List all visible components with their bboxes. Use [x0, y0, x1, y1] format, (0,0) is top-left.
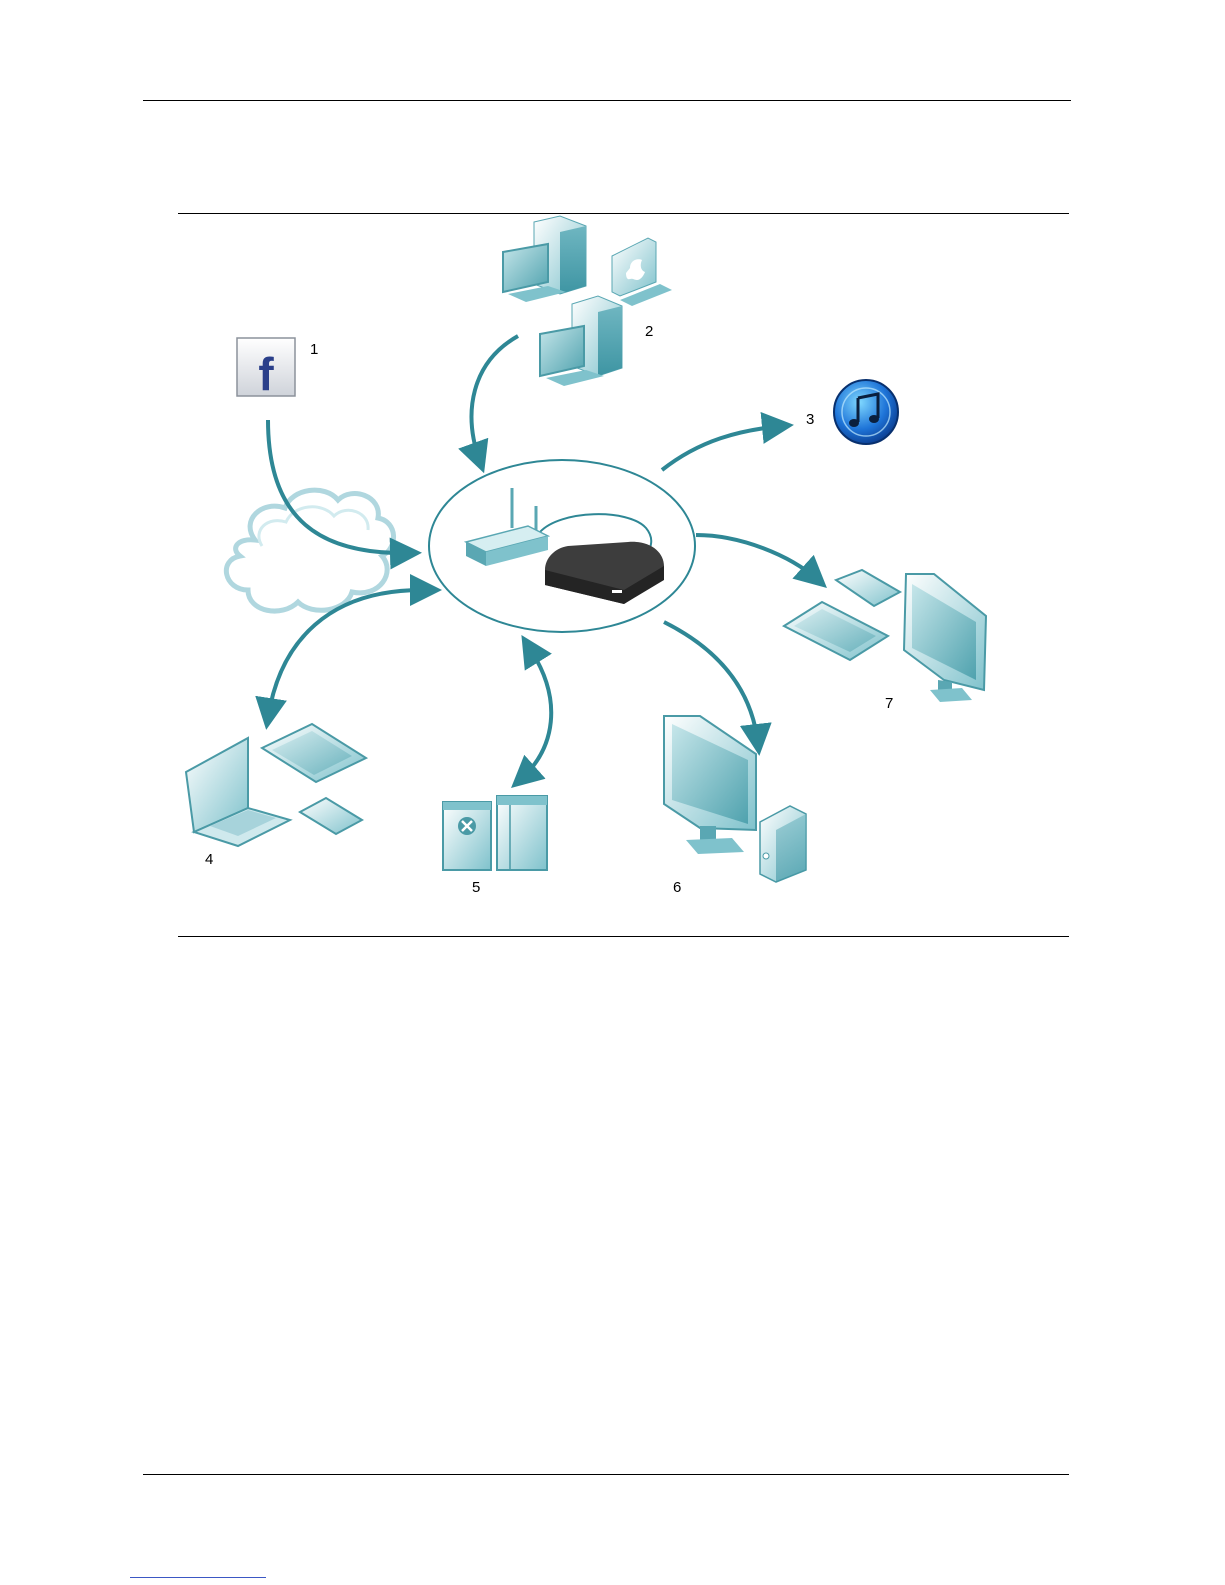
monitor-external-drive-icon	[664, 716, 806, 882]
arrow-1-to-hub	[268, 420, 410, 553]
arrow-2-to-hub	[472, 336, 518, 462]
label-1: 1	[310, 341, 318, 358]
app-windows-icon	[443, 796, 547, 870]
laptop-tablet-phone-icon	[186, 724, 366, 846]
label-3: 3	[806, 411, 814, 428]
label-7: 7	[885, 695, 893, 712]
facebook-icon: f	[237, 338, 295, 400]
label-4: 4	[205, 851, 213, 868]
arrow-hub-to-3	[662, 426, 782, 470]
tablets-tv-icon	[784, 570, 986, 702]
arrow-hub-5	[520, 652, 551, 780]
itunes-music-icon	[834, 380, 898, 444]
arrow-hub-to-7	[696, 535, 818, 580]
desktop-computers-icon	[503, 216, 672, 386]
label-6: 6	[673, 879, 681, 896]
router-and-set-top-box-icon	[429, 460, 695, 632]
label-2: 2	[645, 323, 653, 340]
label-5: 5	[472, 879, 480, 896]
svg-text:f: f	[258, 348, 274, 400]
